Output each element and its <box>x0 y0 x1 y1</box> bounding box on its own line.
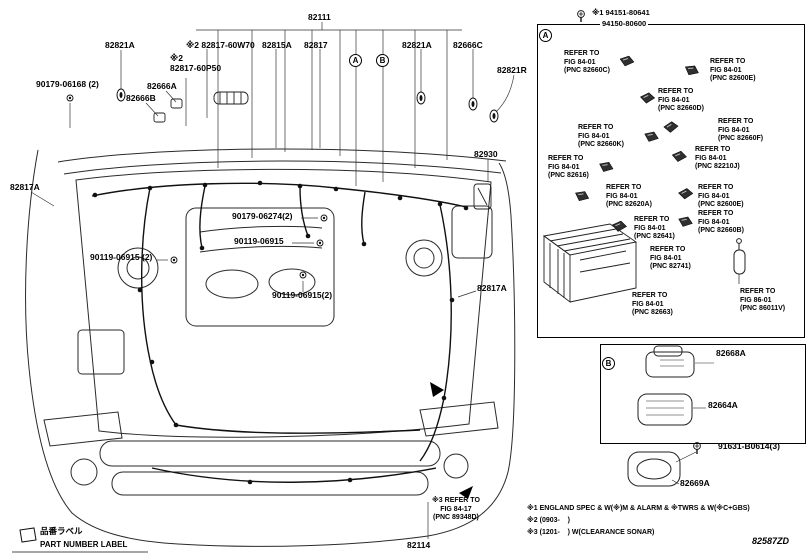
wiring-harness <box>91 182 467 483</box>
part-label-82664A: 82664A <box>708 400 738 410</box>
screw-icon-note1 <box>576 9 586 23</box>
part-label-82817A-right: 82817A <box>477 283 507 293</box>
section-marker-b-panel: B <box>602 357 615 370</box>
part-label-82815A: 82815A <box>262 40 292 50</box>
footnote-3: ※3 (1201- ) W(CLEARANCE SONAR) <box>527 529 655 536</box>
part-label-82817-60P50: ※2 82817-60P50 <box>170 53 222 73</box>
note1-part-94151: ※1 94151-80641 <box>590 8 652 17</box>
part-label-90119-06915: 90119-06915 <box>234 236 284 246</box>
part-label-82817A-left: 82817A <box>10 182 40 192</box>
part-number-label-jp: 品番ラベル <box>40 526 83 536</box>
screw-icon-91631 <box>692 441 702 455</box>
part-label-82817-top: 82817 <box>304 40 328 50</box>
part-number-label-en: PART NUMBER LABEL <box>40 540 128 549</box>
part-label-91631-B0614: 91631-B0614(3) <box>718 441 780 451</box>
part-label-82666B: 82666B <box>126 93 156 103</box>
harness-connector-dots <box>92 180 469 485</box>
part-label-82668A: 82668A <box>716 348 746 358</box>
part-label-82114: 82114 <box>407 540 431 550</box>
part-label-82817-60W70: ※2 82817-60W70 <box>186 40 255 50</box>
part-label-90179-06168: 90179-06168 (2) <box>36 79 99 89</box>
note1-part-94150: 94150-80600 <box>600 19 649 28</box>
part-label-82930: 82930 <box>474 149 498 159</box>
panel-a-box <box>537 24 805 338</box>
small-part-icons <box>153 91 492 210</box>
diagram-code: 82587ZD <box>752 536 790 546</box>
footnote-2: ※2 (0903- ) <box>527 517 570 524</box>
leader-lines <box>30 22 515 539</box>
part-label-82821A-topleft: 82821A <box>105 40 135 50</box>
part-label-82821R: 82821R <box>497 65 527 75</box>
part-label-90119-06915-center: 90119-06915(2) <box>272 290 333 300</box>
part-label-90119-06915-left: 90119-06915 (2) <box>90 252 153 262</box>
sensor-icon <box>733 238 746 284</box>
part-label-82666C: 82666C <box>453 40 483 50</box>
part-label-82666A: 82666A <box>147 81 177 91</box>
pointer-arrows <box>430 382 473 499</box>
part-label-82821A-topright: 82821A <box>402 40 432 50</box>
label-tag-icon <box>12 527 148 553</box>
part-label-82669A: 82669A <box>680 478 710 488</box>
relay-box-icon <box>645 345 714 378</box>
section-marker-a-panel: A <box>539 29 552 42</box>
junction-block-icon <box>637 393 706 426</box>
cover-part-icon <box>627 451 697 487</box>
vehicle-outline <box>25 148 516 547</box>
section-marker-a-drawing: A <box>349 54 362 67</box>
footnote-1: ※1 ENGLAND SPEC & W(※)M & ALARM & ※TWRS … <box>527 505 750 512</box>
panel-b-box <box>600 344 806 444</box>
part-label-82111: 82111 <box>308 12 331 22</box>
part-label-90179-06274: 90179-06274(2) <box>232 211 293 221</box>
section-marker-b-drawing: B <box>376 54 389 67</box>
fuse-box-drawing <box>542 223 638 303</box>
